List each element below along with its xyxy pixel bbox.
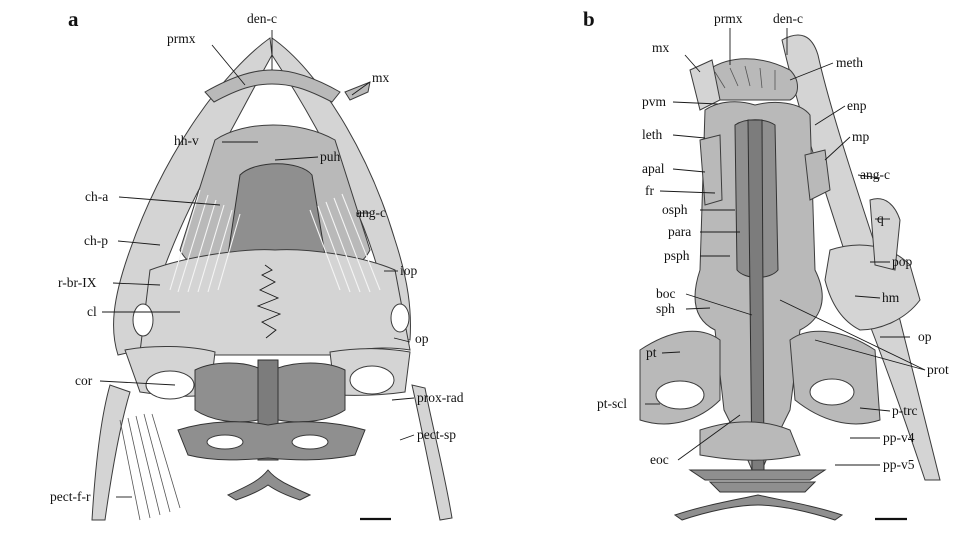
- label-ch-a: ch-a: [85, 189, 108, 204]
- label-prox-rad: prox-rad: [417, 390, 464, 405]
- label-ang-c-b: ang-c: [860, 167, 890, 182]
- label-prmx-a: prmx: [167, 31, 196, 46]
- label-den-c-a: den-c: [247, 11, 277, 26]
- label-pp-v5: pp-v5: [883, 457, 915, 472]
- label-para: para: [668, 224, 691, 239]
- label-mx-a: mx: [372, 70, 390, 85]
- label-ch-p: ch-p: [84, 233, 108, 248]
- label-iop: iop: [400, 263, 418, 278]
- label-p-trc: p-trc: [892, 403, 917, 418]
- label-hm: hm: [882, 290, 900, 305]
- label-cor: cor: [75, 373, 93, 388]
- label-meth: meth: [836, 55, 863, 70]
- label-r-br-ix: r-br-IX: [58, 275, 97, 290]
- label-psph: psph: [664, 248, 690, 263]
- label-leth: leth: [642, 127, 662, 142]
- label-pect-sp: pect-sp: [417, 427, 456, 442]
- label-pt-scl: pt-scl: [597, 396, 627, 411]
- label-den-c-b: den-c: [773, 11, 803, 26]
- label-boc: boc: [656, 286, 676, 301]
- label-osph: osph: [662, 202, 688, 217]
- label-cl: cl: [87, 304, 97, 319]
- label-pop: pop: [892, 254, 913, 269]
- label-prmx-b: prmx: [714, 11, 743, 26]
- label-pt: pt: [646, 345, 657, 360]
- label-prot: prot: [927, 362, 949, 377]
- label-apal: apal: [642, 161, 665, 176]
- label-ang-c-a: ang-c: [356, 205, 386, 220]
- panel-letter-a: a: [68, 7, 79, 31]
- label-pvm: pvm: [642, 94, 667, 109]
- label-puh: puh: [320, 149, 341, 164]
- panel-letter-b: b: [583, 7, 595, 31]
- label-mx-b: mx: [652, 40, 670, 55]
- label-op-b: op: [918, 329, 932, 344]
- label-op-a: op: [415, 331, 429, 346]
- panel-b-drawing: [640, 35, 940, 520]
- label-sph: sph: [656, 301, 675, 316]
- label-mp: mp: [852, 129, 870, 144]
- label-pp-v4: pp-v4: [883, 430, 915, 445]
- label-q: q: [877, 211, 884, 226]
- label-pect-f-r: pect-f-r: [50, 489, 91, 504]
- label-eoc: eoc: [650, 452, 669, 467]
- label-enp: enp: [847, 98, 867, 113]
- panel-a-drawing: [92, 38, 452, 520]
- label-hh-v: hh-v: [174, 133, 199, 148]
- label-fr: fr: [645, 183, 654, 198]
